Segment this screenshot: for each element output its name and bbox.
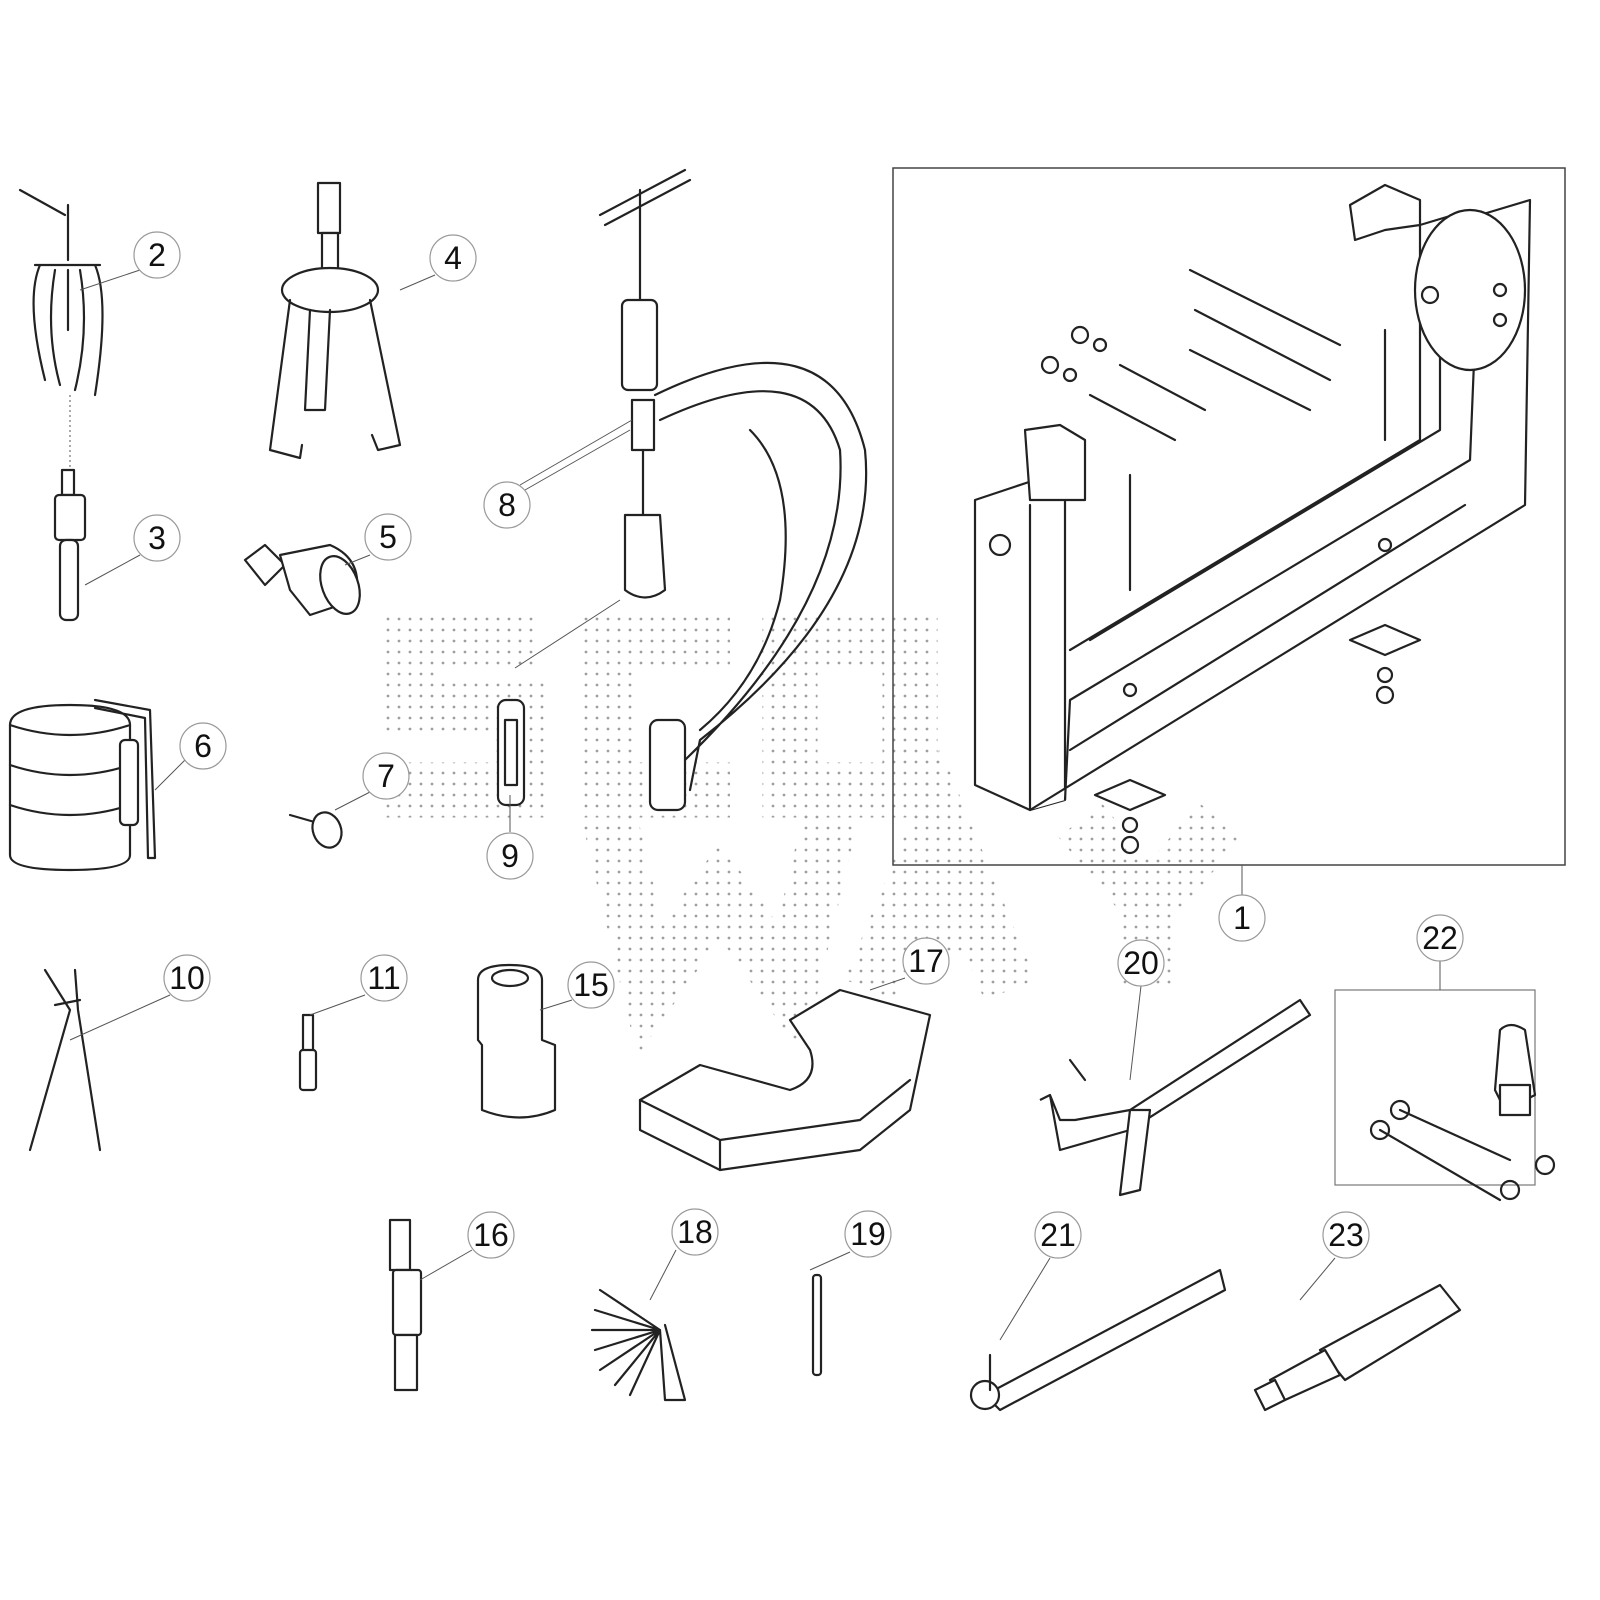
callout-label: 1 <box>1233 900 1251 936</box>
callout-label: 5 <box>379 519 397 555</box>
callout-7: 7 <box>362 752 410 800</box>
tool-10-circlip-pliers <box>28 968 102 1152</box>
callout-label: 6 <box>194 728 212 764</box>
tool-19-pin <box>811 1273 823 1377</box>
tool-22-bracket-kit <box>1369 1023 1556 1202</box>
tool-21-wrench <box>969 1268 1227 1412</box>
callout-label: 2 <box>148 237 166 273</box>
callout-22: 22 <box>1416 914 1464 962</box>
callout-label: 11 <box>367 960 400 996</box>
callout-10: 10 <box>163 954 211 1002</box>
callout-1: 1 <box>1218 894 1266 942</box>
tool-5-adapter <box>243 543 361 617</box>
callout-19: 19 <box>844 1210 892 1258</box>
tool-3-slide-hammer <box>53 468 87 622</box>
tool-22-frame <box>1334 989 1536 1186</box>
callout-label: 17 <box>908 943 944 979</box>
leader-lines <box>69 269 1441 1341</box>
callout-label: 4 <box>444 240 462 276</box>
tool-1-frame <box>892 167 1566 866</box>
callout-label: 8 <box>498 487 516 523</box>
callout-11: 11 <box>360 954 408 1002</box>
tool-6-piston-ring-compressor <box>8 698 157 872</box>
callout-label: 23 <box>1328 1217 1364 1253</box>
callout-2: 2 <box>133 231 181 279</box>
callout-23: 23 <box>1322 1211 1370 1259</box>
callout-label: 19 <box>850 1216 886 1252</box>
callout-label: 18 <box>677 1214 713 1250</box>
callout-label: 22 <box>1422 920 1458 956</box>
callout-label: 3 <box>148 520 166 556</box>
callout-4: 4 <box>429 234 477 282</box>
tool-15-socket <box>476 963 557 1119</box>
callout-18: 18 <box>671 1208 719 1256</box>
callout-8: 8 <box>483 481 531 529</box>
tool-18-feeler-gauge <box>590 1288 687 1402</box>
callout-label: 7 <box>377 758 395 794</box>
callout-label: 15 <box>573 967 609 1003</box>
callout-5: 5 <box>364 513 412 561</box>
callout-9: 9 <box>486 832 534 880</box>
tool-17-support-plate <box>638 988 932 1172</box>
callout-6: 6 <box>179 722 227 770</box>
tool-23-driver <box>1253 1283 1462 1412</box>
callout-3: 3 <box>133 514 181 562</box>
callout-16: 16 <box>467 1211 515 1259</box>
tool-2-puller <box>18 188 104 470</box>
tool-20-holding-tool <box>1039 998 1312 1197</box>
callout-17: 17 <box>902 937 950 985</box>
tool-8-valve-spring-compressor <box>514 168 868 812</box>
callout-21: 21 <box>1034 1211 1082 1259</box>
callout-label: 9 <box>501 838 519 874</box>
tool-4-two-jaw-puller <box>268 181 402 460</box>
callout-15: 15 <box>567 961 615 1009</box>
callout-label: 16 <box>473 1217 509 1253</box>
callout-label: 10 <box>169 960 205 996</box>
tool-9-spacer <box>496 698 526 807</box>
tool-1-engine-stand <box>973 183 1532 855</box>
tool-7-pin <box>288 811 343 849</box>
callout-20: 20 <box>1117 939 1165 987</box>
callout-label: 21 <box>1040 1217 1076 1253</box>
tool-11-drift <box>298 1013 318 1092</box>
callout-label: 20 <box>1123 945 1159 981</box>
tool-16-tool-bit <box>388 1218 423 1392</box>
